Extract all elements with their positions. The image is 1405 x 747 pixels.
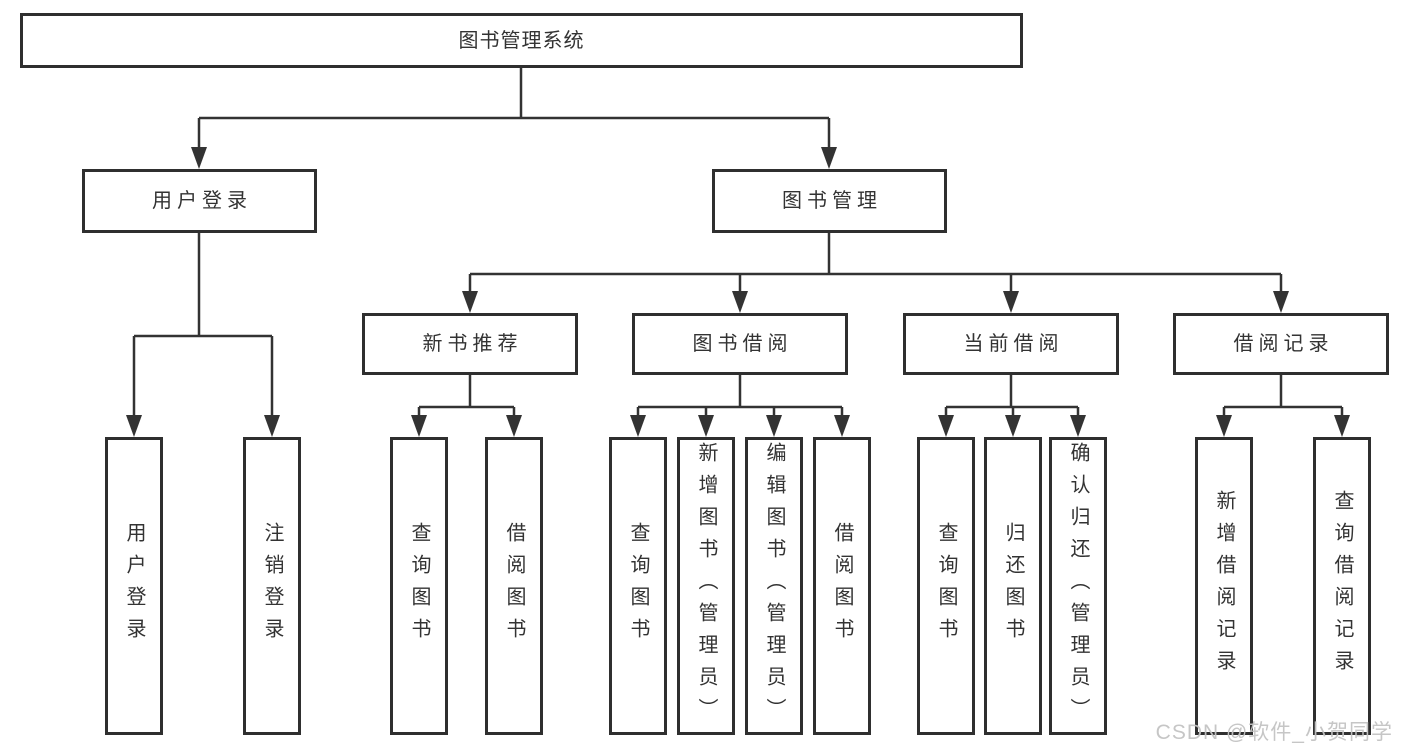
- leaf-logout: 注销登录: [243, 437, 301, 735]
- leaf-add-book-admin: 新增图书（管理员）: [677, 437, 735, 735]
- leaf-query-books-borrowing: 查询图书: [609, 437, 667, 735]
- node-user-login: 用户登录: [82, 169, 317, 233]
- leaf-query-books-recommendation: 查询图书: [390, 437, 448, 735]
- leaf-confirm-return-admin: 确认归还（管理员）: [1049, 437, 1107, 735]
- node-current-borrowing: 当前借阅: [903, 313, 1119, 375]
- leaf-borrow-books-recommendation: 借阅图书: [485, 437, 543, 735]
- arrowhead-icons: [126, 147, 1350, 437]
- node-book-borrowing: 图书借阅: [632, 313, 848, 375]
- leaf-edit-book-admin: 编辑图书（管理员）: [745, 437, 803, 735]
- node-library-management-system: 图书管理系统: [20, 13, 1023, 68]
- node-new-book-recommendation: 新书推荐: [362, 313, 578, 375]
- node-borrowing-records: 借阅记录: [1173, 313, 1389, 375]
- watermark: CSDN @软件_小贺同学: [1155, 721, 1393, 744]
- node-book-management: 图书管理: [712, 169, 947, 233]
- leaf-return-books: 归还图书: [984, 437, 1042, 735]
- leaf-borrow-books-borrowing: 借阅图书: [813, 437, 871, 735]
- leaf-query-books-current: 查询图书: [917, 437, 975, 735]
- leaf-query-borrow-record: 查询借阅记录: [1313, 437, 1371, 735]
- leaf-user-login: 用户登录: [105, 437, 163, 735]
- leaf-add-borrow-record: 新增借阅记录: [1195, 437, 1253, 735]
